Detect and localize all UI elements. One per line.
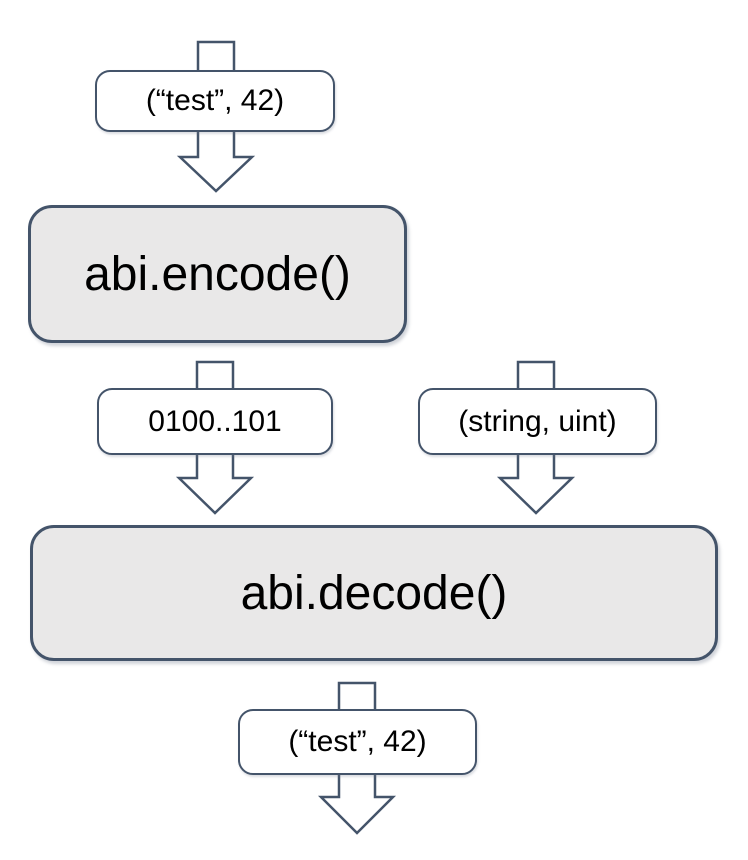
- node-output-tuple-label: (“test”, 42): [288, 725, 427, 758]
- node-output-tuple: (“test”, 42): [238, 709, 477, 775]
- node-abi-encode: abi.encode(): [28, 205, 407, 343]
- node-abi-encode-label: abi.encode(): [84, 247, 351, 301]
- node-input-tuple: (“test”, 42): [95, 70, 335, 132]
- node-encoded-bytes-label: 0100..101: [148, 404, 282, 438]
- node-types-tuple-label: (string, uint): [458, 404, 617, 438]
- node-encoded-bytes: 0100..101: [97, 388, 333, 455]
- node-abi-decode-label: abi.decode(): [240, 566, 508, 620]
- node-input-tuple-label: (“test”, 42): [145, 84, 285, 117]
- node-abi-decode: abi.decode(): [30, 525, 718, 661]
- node-types-tuple: (string, uint): [418, 388, 657, 455]
